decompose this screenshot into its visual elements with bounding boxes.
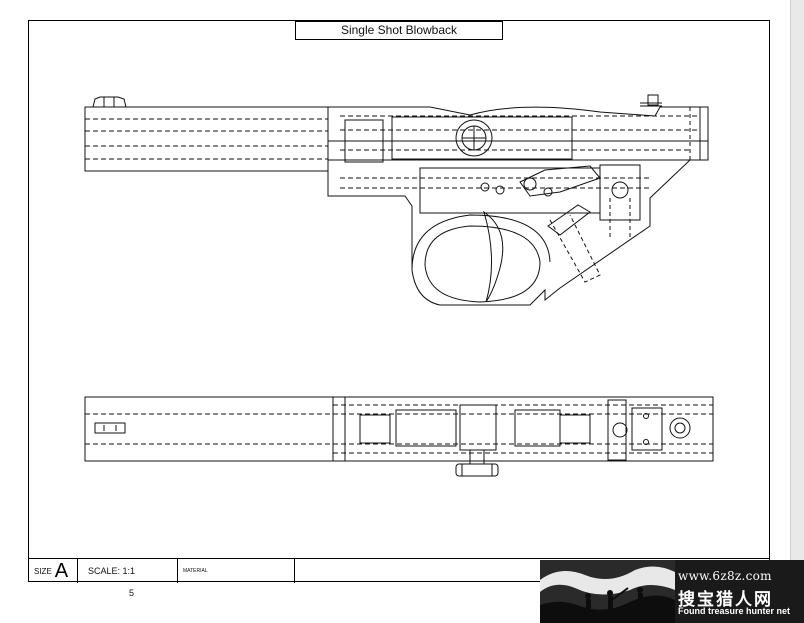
side-view <box>84 94 709 306</box>
drawing-border <box>28 20 770 582</box>
top-view <box>84 396 714 477</box>
size-value: A <box>54 560 69 582</box>
watermark-chinese-text: 搜宝猎人网 <box>678 590 773 610</box>
title-block: SIZE A SCALE: 1:1 MATERIAL <box>28 558 770 583</box>
hammer-parts <box>480 165 631 283</box>
watermark: www.6z8z.com 搜宝猎人网 Found treasure hunter… <box>540 560 804 623</box>
drawing-title: Single Shot Blowback <box>295 21 503 40</box>
material-cell: MATERIAL <box>178 559 295 583</box>
barrel-top <box>84 396 333 462</box>
watermark-url: www.6z8z.com <box>678 569 772 583</box>
size-label: SIZE <box>34 566 52 576</box>
material-label: MATERIAL <box>183 568 208 574</box>
rear-sight <box>640 94 662 107</box>
receiver-side <box>327 106 709 306</box>
watermark-english-text: Found treasure hunter net <box>678 606 791 616</box>
watermark-silhouette-art <box>540 560 675 623</box>
trigger <box>483 210 504 303</box>
scale-label: SCALE: 1:1 <box>88 566 136 576</box>
bolt-knob-top <box>455 450 499 477</box>
scale-cell: SCALE: 1:1 <box>78 559 178 583</box>
barrel-side <box>84 106 328 172</box>
front-sight <box>92 96 127 108</box>
trigger-guard <box>411 214 551 303</box>
technical-drawing <box>84 94 714 477</box>
sheet-number: 5 <box>129 588 135 598</box>
receiver-top <box>332 396 714 462</box>
size-cell: SIZE A <box>28 559 78 583</box>
window-edge <box>790 0 804 623</box>
bolt-knob-side <box>455 119 493 157</box>
